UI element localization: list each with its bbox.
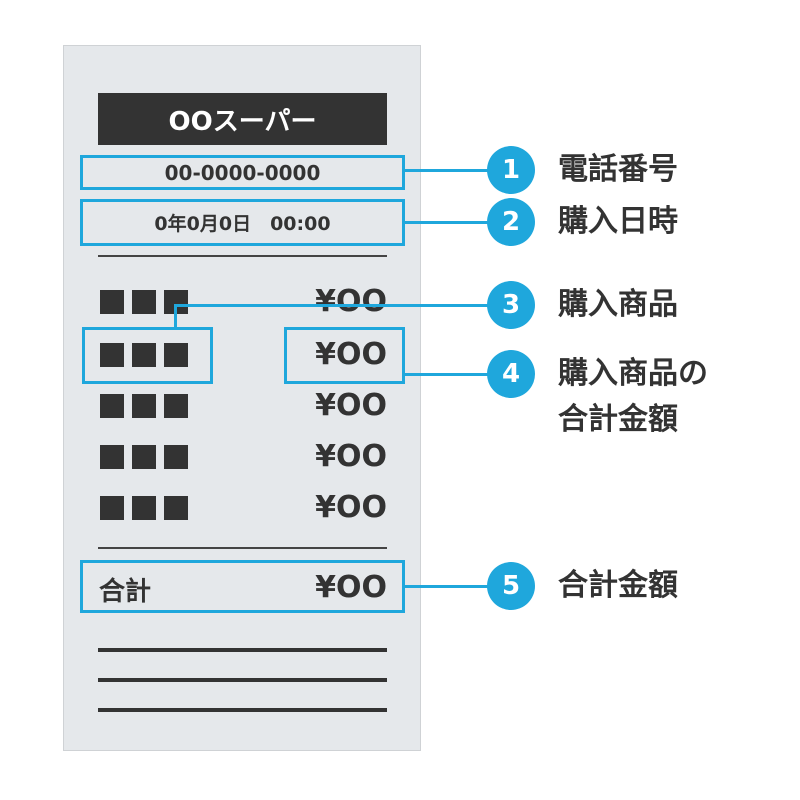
item-name-placeholder (164, 394, 188, 418)
footer-line (98, 708, 387, 712)
item-name-placeholder (100, 343, 124, 367)
item-price: ¥OO (315, 337, 387, 372)
phone-box: 00-0000-0000 (80, 155, 405, 190)
item-name-placeholder (132, 394, 156, 418)
item-price: ¥OO (315, 388, 387, 423)
item-name-placeholder (132, 290, 156, 314)
total-label: 合計 (99, 577, 152, 607)
item-name-placeholder (164, 343, 188, 367)
store-name: OOスーパー (98, 93, 387, 145)
connector-3-vertical (174, 304, 177, 328)
item-price: ¥OO (315, 284, 387, 319)
item-name-placeholder (100, 290, 124, 314)
item-name-highlight (82, 327, 213, 384)
callout-number-1: 1 (487, 146, 535, 194)
callout-label-1: 電話番号 (558, 152, 678, 187)
callout-label-5: 合計金額 (558, 568, 678, 603)
divider (98, 547, 387, 549)
callout-label-4-line2: 合計金額 (558, 402, 678, 437)
item-name-placeholder (132, 496, 156, 520)
connector-1 (404, 169, 504, 172)
divider (98, 255, 387, 257)
connector-3 (174, 304, 504, 307)
callout-number-4: 4 (487, 350, 535, 398)
item-price-highlight (284, 327, 405, 384)
item-name-placeholder (164, 445, 188, 469)
callout-label-3: 購入商品 (558, 287, 678, 322)
callout-label-4-line1: 購入商品の (558, 356, 708, 391)
purchase-datetime: 0年0月0日 00:00 (154, 213, 331, 235)
item-name-placeholder (132, 343, 156, 367)
total-price: ¥OO (315, 570, 387, 605)
footer-line (98, 648, 387, 652)
item-name-placeholder (100, 496, 124, 520)
callout-label-2: 購入日時 (558, 204, 678, 239)
connector-4 (404, 373, 504, 376)
callout-number-2: 2 (487, 198, 535, 246)
callout-number-3: 3 (487, 281, 535, 329)
phone-number: 00-0000-0000 (164, 160, 321, 185)
callout-number-5: 5 (487, 562, 535, 610)
connector-5 (404, 585, 504, 588)
item-name-placeholder (100, 394, 124, 418)
item-name-placeholder (132, 445, 156, 469)
connector-2 (404, 221, 504, 224)
footer-line (98, 678, 387, 682)
total-box: 合計 ¥OO (80, 560, 405, 613)
item-price: ¥OO (315, 439, 387, 474)
item-price: ¥OO (315, 490, 387, 525)
item-name-placeholder (164, 496, 188, 520)
datetime-box: 0年0月0日 00:00 (80, 199, 405, 246)
item-name-placeholder (100, 445, 124, 469)
